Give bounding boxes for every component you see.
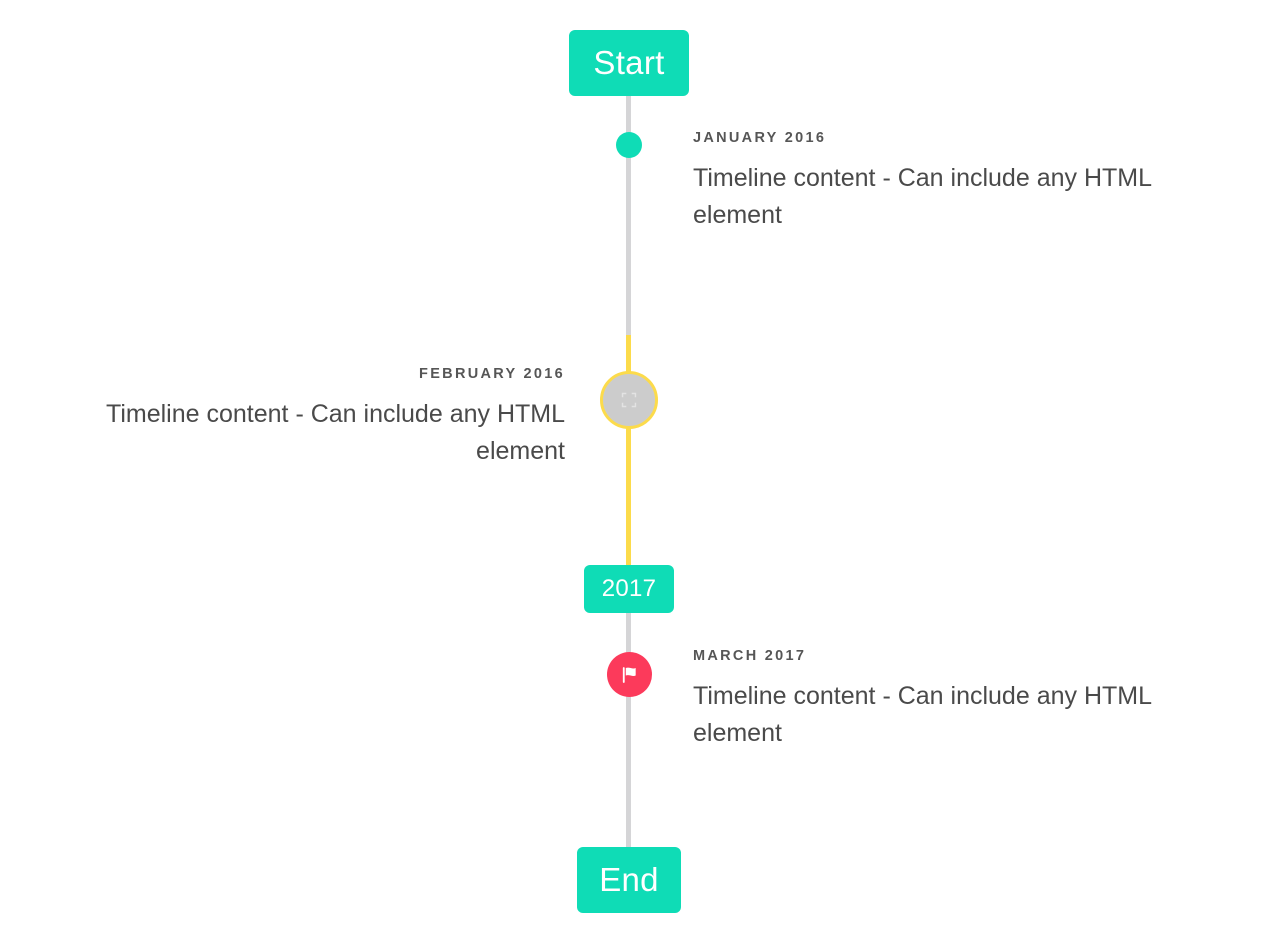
timeline-event-date: JANUARY 2016 [693, 130, 827, 146]
timeline-year-badge-2017[interactable]: 2017 [584, 565, 674, 613]
timeline-start-badge[interactable]: Start [569, 30, 689, 96]
timeline-axis-segment-top [626, 92, 631, 336]
timeline-event-content: Timeline content - Can include any HTML … [106, 400, 565, 465]
timeline-axis-segment-bottom [626, 612, 631, 849]
timeline-event-content: Timeline content - Can include any HTML … [693, 164, 1152, 229]
timeline-event-date: FEBRUARY 2016 [419, 366, 565, 382]
dot-marker-icon[interactable] [616, 132, 642, 158]
timeline-event-body: JANUARY 2016 Timeline content - Can incl… [693, 130, 1233, 233]
timeline-event-date: MARCH 2017 [693, 648, 807, 664]
timeline-event-content: Timeline content - Can include any HTML … [693, 682, 1152, 747]
broken-image-icon[interactable] [600, 371, 658, 429]
timeline-event-body: MARCH 2017 Timeline content - Can includ… [693, 648, 1233, 751]
flag-icon[interactable] [607, 652, 652, 697]
timeline-end-badge[interactable]: End [577, 847, 681, 913]
timeline-axis-segment-highlight [626, 335, 631, 566]
broken-image-glyph [621, 392, 637, 408]
flag-glyph [622, 666, 636, 683]
timeline-event-body: FEBRUARY 2016 Timeline content - Can inc… [25, 366, 565, 469]
